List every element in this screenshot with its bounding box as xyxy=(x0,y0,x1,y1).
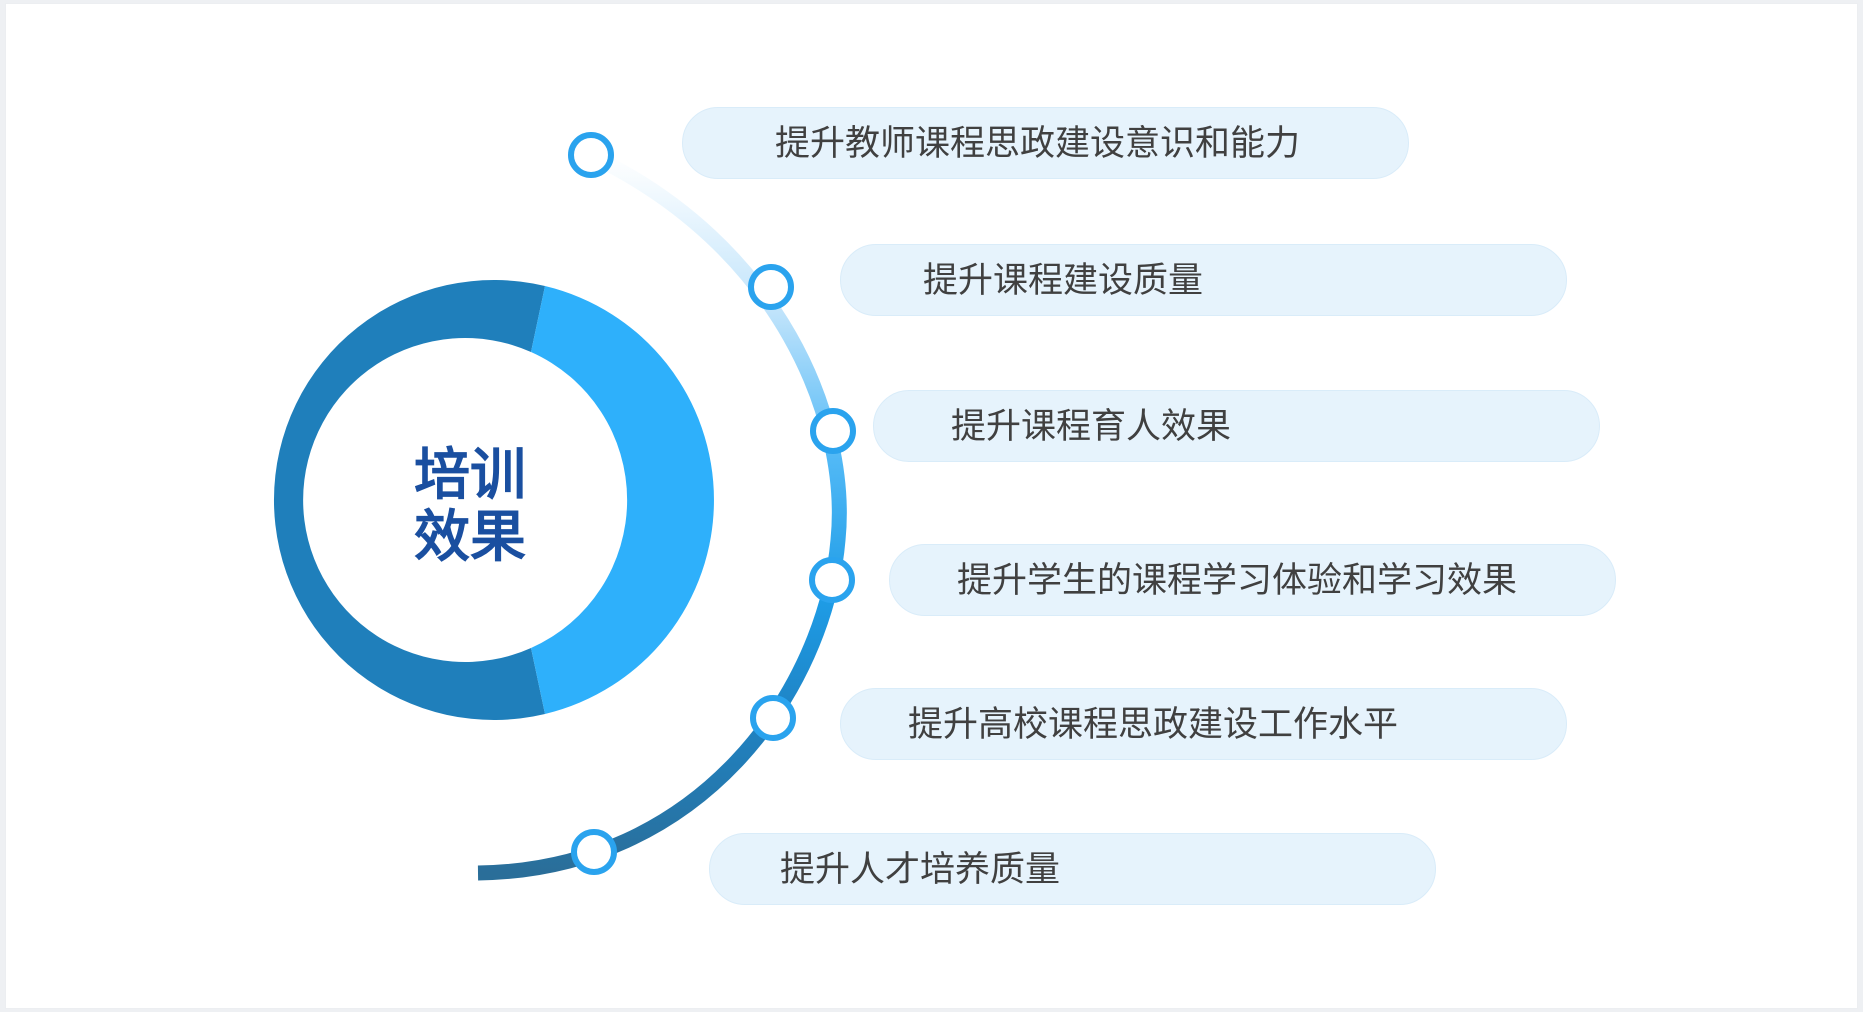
node-circle-4 xyxy=(809,557,855,603)
node-circle-6 xyxy=(571,829,617,875)
node-circle-1 xyxy=(568,132,614,178)
item-pill-1: 提升教师课程思政建设意识和能力 xyxy=(682,107,1409,179)
item-pill-5: 提升高校课程思政建设工作水平 xyxy=(840,688,1567,760)
item-label-2: 提升课程建设质量 xyxy=(923,261,1204,301)
item-pill-4: 提升学生的课程学习体验和学习效果 xyxy=(889,544,1616,616)
timeline-arc xyxy=(477,148,847,881)
center-title-line2: 效果 xyxy=(414,505,526,570)
item-label-4: 提升学生的课程学习体验和学习效果 xyxy=(957,561,1518,601)
node-circle-2 xyxy=(748,264,794,310)
timeline-nodes xyxy=(568,132,856,875)
node-circle-3 xyxy=(810,408,856,454)
item-label-5: 提升高校课程思政建设工作水平 xyxy=(908,705,1399,745)
center-ring xyxy=(273,280,714,720)
ring-segment-light xyxy=(531,286,714,714)
item-pill-2: 提升课程建设质量 xyxy=(840,244,1567,316)
item-label-6: 提升人才培养质量 xyxy=(780,850,1061,890)
ring-segment-dark xyxy=(273,280,545,720)
center-title-line1: 培训 xyxy=(414,443,526,508)
item-pill-3: 提升课程育人效果 xyxy=(873,390,1600,462)
node-circle-5 xyxy=(750,695,796,741)
item-pill-6: 提升人才培养质量 xyxy=(709,833,1436,905)
item-label-1: 提升教师课程思政建设意识和能力 xyxy=(775,124,1301,164)
item-label-3: 提升课程育人效果 xyxy=(951,407,1232,447)
